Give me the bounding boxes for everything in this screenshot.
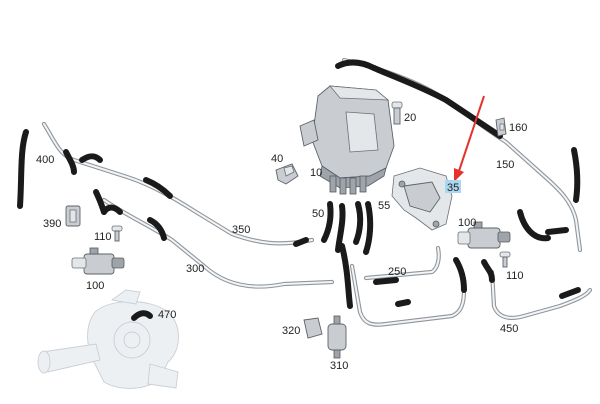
callout-300: 300 [186,263,204,275]
callout-150: 150 [496,159,514,171]
callout-40: 40 [271,153,283,165]
callout-310: 310 [330,360,348,372]
callout-470: 470 [158,309,176,321]
callout-400: 400 [36,154,54,166]
clip-320 [303,317,323,339]
valve-100-right [457,221,511,249]
highlight-arrow [454,95,485,182]
clip-160 [495,117,507,137]
mounting-bracket [391,167,453,231]
callout-100-right: 100 [458,217,476,229]
rigid-lines [41,57,593,327]
callout-450: 450 [500,323,518,335]
callout-55: 55 [378,200,390,212]
rubber-hoses [17,59,581,321]
callout-35: 35 [447,182,459,194]
callout-100-left: 100 [86,280,104,292]
screw-110-right [499,251,511,268]
screw-20 [391,101,403,125]
control-housing [299,85,395,195]
clip-390 [65,205,81,227]
callout-160: 160 [509,122,527,134]
callout-20: 20 [404,112,416,124]
filter-310 [327,315,347,359]
callout-320: 320 [282,325,300,337]
callout-350: 350 [232,224,250,236]
screw-110-left [111,225,123,242]
callout-110-left: 110 [94,231,112,243]
valve-100-left [71,247,125,275]
water-pump-ghost [37,289,179,389]
callout-10: 10 [310,167,322,179]
callout-50: 50 [312,208,324,220]
clip-40 [275,163,299,185]
highlight-box-35 [445,180,461,193]
callout-110-right: 110 [506,270,524,282]
callout-390: 390 [43,218,61,230]
callout-labels: 400 390 110 100 470 300 350 40 10 20 50 … [36,112,527,372]
callout-250: 250 [388,266,406,278]
